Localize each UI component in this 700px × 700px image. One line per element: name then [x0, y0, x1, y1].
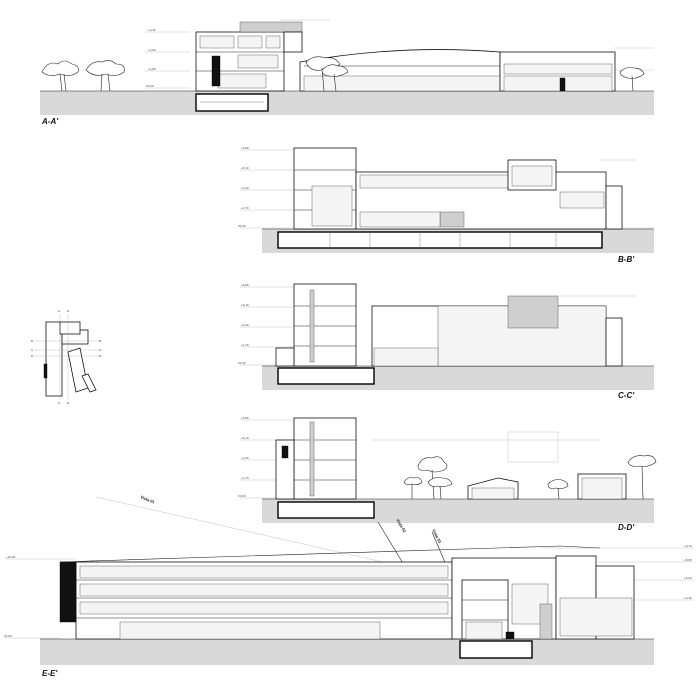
section-label: B-B' [618, 255, 635, 264]
section-label: A-A' [41, 117, 59, 126]
tree-icon [547, 479, 569, 500]
svg-text:+5,10: +5,10 [241, 436, 249, 440]
section-c: +6,80 +5,10 +3,40 +1,70 ±0,00 C-C' [238, 283, 654, 400]
ground-a [40, 91, 654, 115]
svg-text:+10,30: +10,30 [6, 555, 16, 559]
key-marker-b: B [31, 339, 33, 343]
svg-text:±0,00: ±0,00 [4, 634, 12, 638]
tree-icon [403, 477, 423, 499]
svg-text:+6,80: +6,80 [241, 146, 249, 150]
tree-icon [427, 477, 453, 500]
basement-a [195, 93, 269, 112]
svg-text:+9,70: +9,70 [684, 544, 692, 548]
svg-text:+1,70: +1,70 [241, 206, 249, 210]
svg-text:+6,80: +6,80 [241, 283, 249, 287]
svg-text:±0,00: ±0,00 [146, 84, 154, 88]
ghost-volume [507, 431, 559, 463]
section-label: D-D' [618, 523, 635, 532]
svg-text:+3,40: +3,40 [148, 28, 156, 32]
basement-d [277, 501, 375, 519]
section-a: +3,40 +2,60 +1,80 ±0,00 [40, 19, 654, 126]
tree-icon [321, 64, 349, 92]
key-marker-e: E [67, 309, 69, 313]
ground-e [40, 639, 654, 665]
hall-c [371, 295, 623, 367]
svg-text:Vista 01: Vista 01 [140, 494, 157, 505]
svg-text:+5,10: +5,10 [241, 303, 249, 307]
svg-text:+6,20: +6,20 [684, 576, 692, 580]
svg-text:+3,40: +3,40 [241, 456, 249, 460]
basement-b [277, 231, 603, 249]
svg-text:+2,60: +2,60 [148, 48, 156, 52]
svg-text:+1,70: +1,70 [241, 476, 249, 480]
svg-text:+3,40: +3,40 [241, 323, 249, 327]
section-d: +6,80 +5,10 +3,40 +1,70 ±0,00 [238, 416, 657, 532]
tower-c [275, 283, 357, 367]
basement-c [277, 367, 375, 385]
long-building-e [59, 545, 601, 640]
svg-text:+6,80: +6,80 [241, 416, 249, 420]
key-marker-e-prime: E' [67, 401, 70, 405]
pavilion-d [467, 473, 627, 500]
key-marker-a: A [58, 309, 60, 313]
tree-icon [85, 60, 125, 92]
key-plan: A A' B B' C C' D D' E E' [31, 309, 102, 405]
svg-text:+1,70: +1,70 [241, 343, 249, 347]
tree-icon [41, 60, 79, 92]
svg-text:±0,00: ±0,00 [238, 361, 246, 365]
tree-icon [417, 456, 448, 500]
svg-text:+8,00: +8,00 [684, 558, 692, 562]
svg-text:Vista 03: Vista 03 [431, 528, 443, 544]
svg-text:+3,40: +3,40 [241, 186, 249, 190]
key-marker-d: D [31, 354, 34, 358]
key-marker-c-prime: C' [99, 348, 102, 352]
key-marker-c: C [31, 348, 34, 352]
key-marker-b-prime: B' [99, 339, 102, 343]
tree-icon [627, 455, 657, 500]
key-marker-d-prime: D' [99, 354, 102, 358]
section-label: E-E' [42, 669, 58, 678]
section-label: C-C' [618, 391, 635, 400]
basement-e [459, 640, 533, 659]
svg-text:+1,80: +1,80 [148, 67, 156, 71]
svg-text:+3,40: +3,40 [684, 596, 692, 600]
section-b: +6,80 +5,10 +3,40 +1,70 ±0,00 B-B' [238, 146, 654, 264]
tree-icon [619, 67, 645, 92]
hall-e [451, 555, 635, 640]
section-e: +10,30 ±0,00 +9,70 +8,00 +6,20 +3,40 [4, 494, 694, 678]
tower-d [275, 417, 357, 500]
building-b [293, 147, 623, 230]
svg-text:+5,10: +5,10 [241, 166, 249, 170]
tower-building-a [195, 21, 303, 92]
svg-text:±0,00: ±0,00 [238, 494, 246, 498]
long-building-a [299, 49, 616, 92]
key-marker-a-prime: A' [58, 401, 61, 405]
svg-text:±0,00: ±0,00 [238, 224, 246, 228]
